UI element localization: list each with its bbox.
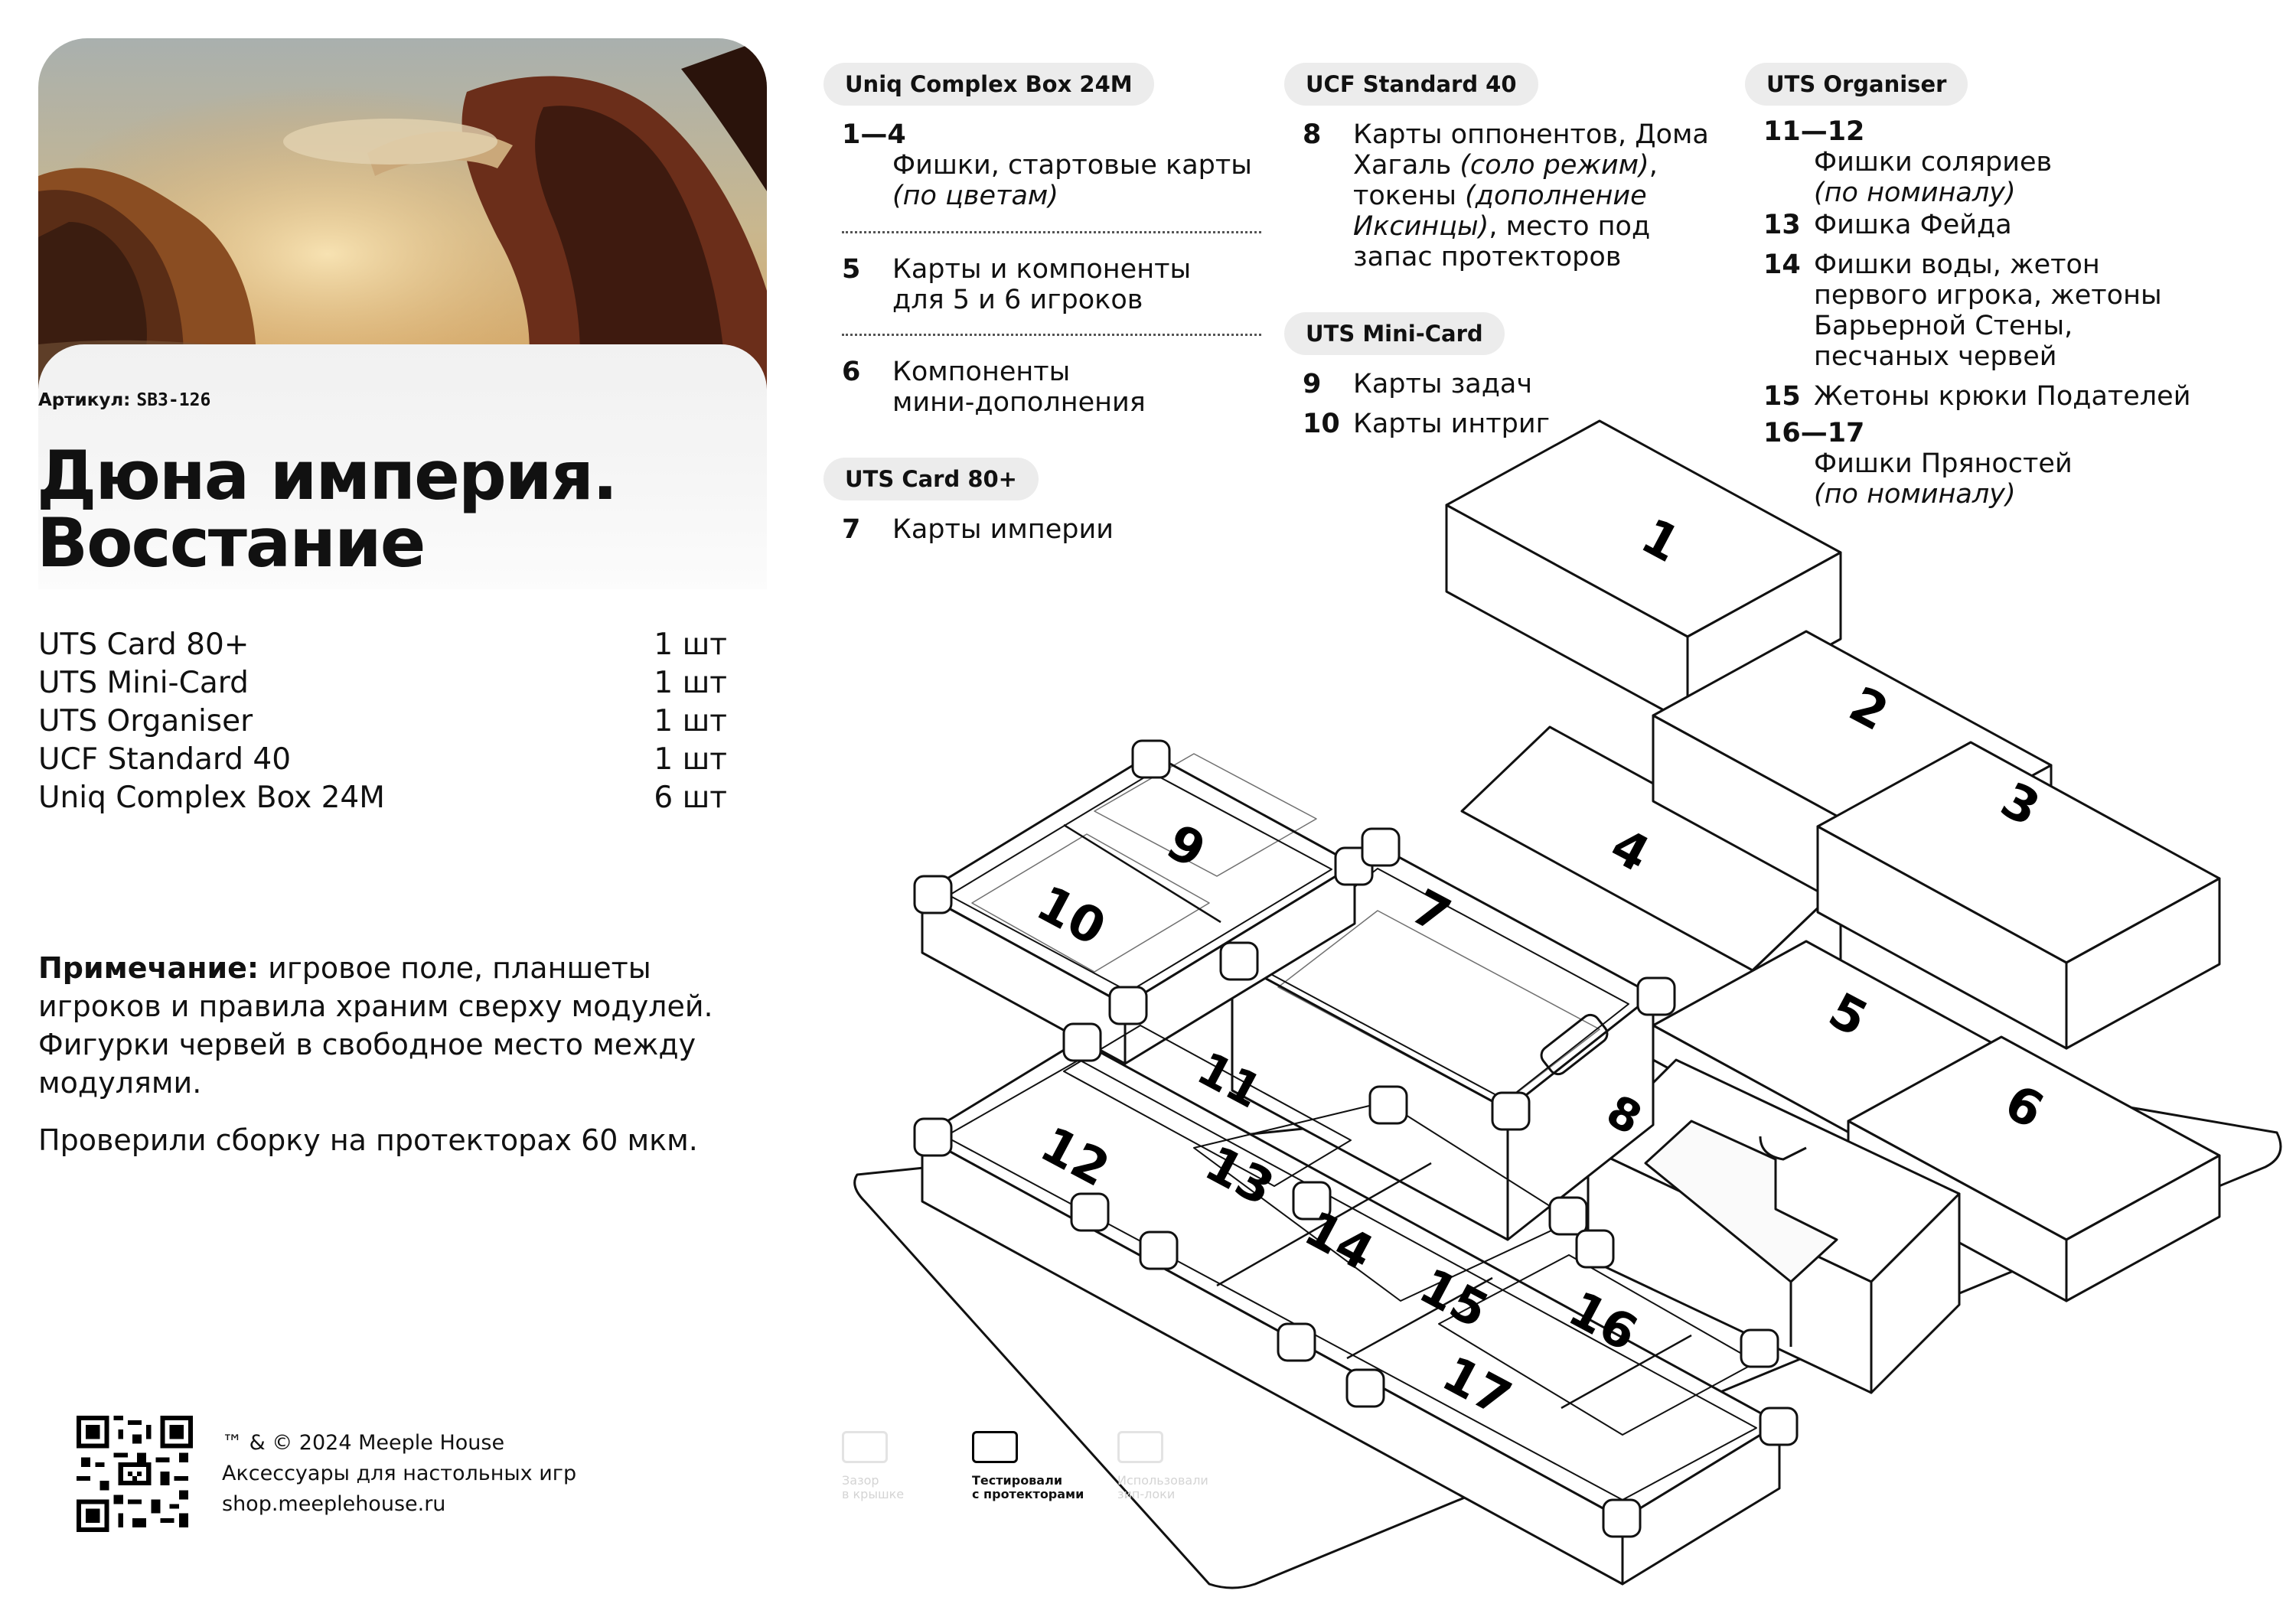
storage-layout-diagram: 1 2 3 4 5 6 7 8 9 10 11 12 13 14 15 16 1… xyxy=(827,398,2296,1607)
item-text-italic: (по цветам) xyxy=(892,181,1058,211)
item-text: Карты интриг xyxy=(1353,409,1551,439)
copyright-text: ™ & © 2024 Meeple House xyxy=(222,1431,505,1455)
footer-credits: ™ & © 2024 Meeple House Аксессуары для н… xyxy=(222,1428,576,1520)
item-text: Карты империи xyxy=(892,514,1114,545)
item-text: Карты задач xyxy=(1353,369,1533,399)
item-text: Фишки, стартовые карты xyxy=(892,150,1252,181)
lid-gap-icon xyxy=(842,1431,888,1463)
content-item-16-17: 16—17 Фишки Пряностей (по номиналу) xyxy=(1763,418,2073,510)
title-line-1: Дюна империя. xyxy=(37,436,618,515)
cover-art-panel xyxy=(38,38,767,589)
product-title: Дюна империя. Восстание xyxy=(37,442,756,577)
parts-row: UTS Organiser 1 шт xyxy=(38,702,727,741)
part-qty: 1 шт xyxy=(654,666,727,700)
legend-lid-gap: Зазор в крышке xyxy=(842,1431,904,1501)
box-8 xyxy=(1587,1058,1961,1394)
content-item-15: 15 Жетоны крюки Подателей xyxy=(1763,381,2190,412)
legend-zip-lock: Использовали зип-локи xyxy=(1117,1431,1208,1501)
note-label: Примечание: xyxy=(38,951,259,985)
part-qty: 1 шт xyxy=(654,742,727,777)
part-name: UTS Card 80+ xyxy=(38,627,249,662)
item-text-italic: (по номиналу) xyxy=(1814,178,2016,208)
item-number: 15 xyxy=(1763,381,1801,412)
content-item-14: 14 Фишки воды, жетон первого игрока, жет… xyxy=(1763,249,2162,372)
item-text-italic: (по номиналу) xyxy=(1814,479,2016,510)
content-item-13: 13 Фишка Фейда xyxy=(1763,210,2012,240)
title-line-2: Восстание xyxy=(37,504,426,582)
content-item-1-4: 1—4 Фишки, стартовые карты (по цветам) xyxy=(842,119,1252,211)
storage-note: Примечание: игровое поле, планшеты игрок… xyxy=(38,949,742,1102)
content-item-8: 8 Карты оппонентов, Дома Хагаль (соло ре… xyxy=(1303,119,1709,272)
part-qty: 1 шт xyxy=(654,627,727,662)
item-number: 9 xyxy=(1303,369,1322,399)
content-item-10: 10 Карты интриг xyxy=(1303,409,1550,439)
item-number: 11—12 xyxy=(1763,116,1865,147)
item-number: 13 xyxy=(1763,210,1801,240)
part-qty: 1 шт xyxy=(654,704,727,738)
parts-row: UTS Card 80+ 1 шт xyxy=(38,626,727,664)
legend-sleeves-tested: Тестировали с протекторами xyxy=(972,1431,1084,1501)
qr-code[interactable] xyxy=(77,1416,193,1532)
item-text: Фишки Пряностей xyxy=(1814,448,2073,479)
item-number: 10 xyxy=(1303,409,1340,439)
item-text: Фишки воды, жетон первого игрока, жетоны… xyxy=(1814,249,2162,372)
part-name: UTS Organiser xyxy=(38,704,253,738)
content-item-9: 9 Карты задач xyxy=(1303,369,1532,399)
box-3 xyxy=(1816,741,2221,1050)
part-qty: 6 шт xyxy=(654,781,727,815)
item-number: 1—4 xyxy=(842,119,906,150)
dotted-divider xyxy=(842,231,1261,233)
group-pill-organiser: UTS Organiser xyxy=(1745,63,1968,106)
parts-row: UTS Mini-Card 1 шт xyxy=(38,664,727,702)
sku-code: SB3-126 xyxy=(136,390,211,410)
note-text: игровое поле, планшеты игроков и правила… xyxy=(38,951,713,1100)
item-text: Карты оппонентов, Дома Хагаль (соло режи… xyxy=(1353,119,1709,272)
title-card-background xyxy=(38,344,767,589)
parts-list: UTS Card 80+ 1 шт UTS Mini-Card 1 шт UTS O… xyxy=(38,626,727,817)
sku-label: Артикул: xyxy=(38,390,131,410)
item-number: 5 xyxy=(842,254,861,285)
part-name: UCF Standard 40 xyxy=(38,742,292,777)
item-text: Фишки соляриев xyxy=(1814,147,2053,178)
group-pill-mini: UTS Mini-Card xyxy=(1284,312,1505,355)
item-text: Жетоны крюки Подателей xyxy=(1814,381,2191,412)
sku: Артикул:SB3-126 xyxy=(38,390,210,410)
part-name: Uniq Complex Box 24M xyxy=(38,781,385,815)
shop-link[interactable]: shop.meeplehouse.ru xyxy=(222,1492,446,1516)
item-number: 8 xyxy=(1303,119,1322,150)
tagline-text: Аксессуары для настольных игр xyxy=(222,1462,577,1485)
zip-lock-icon xyxy=(1117,1431,1163,1463)
content-item-7: 7 Карты империи xyxy=(842,514,1114,545)
parts-row: Uniq Complex Box 24M 6 шт xyxy=(38,779,727,817)
parts-row: UCF Standard 40 1 шт xyxy=(38,741,727,779)
item-text: Фишка Фейда xyxy=(1814,210,2012,240)
group-pill-card80: UTS Card 80+ xyxy=(823,458,1039,500)
item-number: 16—17 xyxy=(1763,418,1865,448)
dotted-divider xyxy=(842,334,1261,336)
item-number: 14 xyxy=(1763,249,1801,280)
item-number: 7 xyxy=(842,514,861,545)
item-number: 6 xyxy=(842,357,861,387)
group-pill-ucf: UCF Standard 40 xyxy=(1284,63,1538,106)
group-pill-uniq: Uniq Complex Box 24M xyxy=(823,63,1154,106)
content-item-11-12: 11—12 Фишки соляриев (по номиналу) xyxy=(1763,116,2052,208)
sleeved-card-icon xyxy=(972,1431,1018,1463)
part-name: UTS Mini-Card xyxy=(38,666,249,700)
sleeves-note: Проверили сборку на протекторах 60 мкм. xyxy=(38,1123,698,1157)
